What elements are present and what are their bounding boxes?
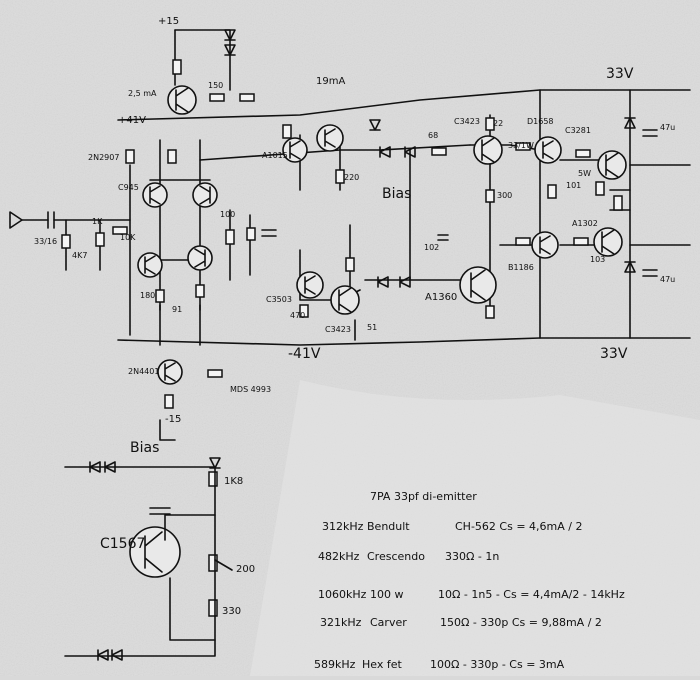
current-2-label: 2,5 mA [128, 89, 157, 98]
a1360-label: A1360 [425, 292, 457, 303]
note-row-2-rhs: 330Ω - 1n [445, 550, 499, 563]
r-180-label: 180 [140, 291, 155, 300]
transistor-2n4401 [157, 359, 183, 385]
r-150-label: 150 [208, 81, 223, 90]
d1658-label: D1658 [527, 117, 554, 126]
bias-main-label: Bias [382, 186, 411, 202]
diode-4993-label: MDS 4993 [230, 385, 271, 394]
transistor-input-right [192, 182, 218, 208]
note-row-2-model: Crescendo [367, 550, 425, 563]
rail-bottom-label: 33V [600, 346, 628, 362]
r-300-label: 300 [497, 191, 512, 200]
note-row-5-rhs: 100Ω - 330p - Cs = 3mA [430, 658, 565, 671]
r-470-label: 470 [290, 311, 305, 320]
transistor-vas-a [282, 137, 308, 163]
r-1k-label: 1K [92, 217, 103, 226]
rail-wires [117, 29, 691, 346]
transistor-c3423 [330, 285, 360, 315]
transistor-driver-top [473, 135, 503, 165]
note-row-1-model: Bendult [367, 520, 410, 533]
r-330-label: 330 [222, 606, 241, 617]
r-102-label: 102 [424, 243, 439, 252]
transistor-c3503 [296, 271, 324, 299]
cap-in-label: 33/16 [34, 237, 57, 246]
transistor-a1360 [459, 266, 497, 304]
note-row-3-freq: 1060kHz [318, 588, 367, 601]
transistor-mirror-left [137, 252, 163, 278]
b1186-label: B1186 [508, 263, 534, 272]
a1015-label: A1015 [262, 151, 288, 160]
transistor-d1658 [534, 136, 562, 164]
rail-top-label: 33V [606, 66, 634, 82]
note-row-4-freq: 321kHz [320, 616, 362, 629]
r-220-label: 220 [344, 173, 359, 182]
notes-block: 7PA 33pf di-emitter 312kHz Bendult CH-56… [314, 490, 625, 671]
capacitors [149, 129, 658, 515]
neg15-label: -15 [165, 414, 181, 425]
note-row-2-freq: 482kHz [318, 550, 360, 563]
note-row-4-rhs: 150Ω - 330p Cs = 9,88mA / 2 [440, 616, 602, 629]
transistor-mirror-right [187, 245, 213, 271]
transistor-b1186 [531, 231, 559, 259]
a1302-label: A1302 [572, 219, 598, 228]
transistor-c3281 [597, 150, 627, 180]
r-100-label: 100 [220, 210, 235, 219]
neg41-label: -41V [288, 346, 321, 362]
note-row-5-freq: 589kHz [314, 658, 356, 671]
r-101-label: 101 [566, 181, 581, 190]
r-4k7-label: 4K7 [72, 251, 87, 260]
r-68-label: 68 [428, 131, 438, 140]
input-stage-wires [9, 139, 251, 346]
r-51-label: 51 [367, 323, 377, 332]
c3423-top-label: C3423 [454, 117, 480, 126]
2n4401-label: 2N4401 [128, 367, 159, 376]
bias-sub-label: Bias [130, 440, 159, 456]
r-10k-label: 10K [120, 233, 136, 242]
2n2907-label: 2N2907 [88, 153, 119, 162]
r-33-1w-label: 33/1W [508, 141, 534, 150]
note-row-3-rhs: 10Ω - 1n5 - Cs = 4,4mA/2 - 14kHz [438, 588, 625, 601]
note-row-0-freq: 7PA 33pf di-emitter [370, 490, 477, 503]
note-row-5-model: Hex fet [362, 658, 402, 671]
r-91-label: 91 [172, 305, 182, 314]
c1567-label: C1567 [100, 536, 145, 552]
c3423-label: C3423 [325, 325, 351, 334]
transistor-c1567 [129, 526, 181, 578]
transistor-q-top [167, 85, 197, 115]
bias-network-wires [64, 419, 233, 657]
pos15-label: +15 [158, 16, 179, 27]
note-row-1-freq: 312kHz [322, 520, 364, 533]
resistors [61, 59, 623, 617]
pos41-label: +41V [118, 115, 146, 126]
transistor-input-left [142, 182, 168, 208]
c3281-label: C3281 [565, 126, 591, 135]
r-22-label: 22 [493, 119, 503, 128]
cap-47u-bottom-label: 47u [660, 275, 675, 284]
note-row-3-model: 100 w [370, 588, 404, 601]
current-top-label: 19mA [316, 76, 345, 87]
c945-label: C945 [118, 183, 139, 192]
r-5w-label: 5W [578, 169, 591, 178]
r-103-label: 103 [590, 255, 605, 264]
paper-fold [250, 380, 700, 676]
note-row-4-model: Carver [370, 616, 407, 629]
c3503-label: C3503 [266, 295, 292, 304]
cap-47u-top-label: 47u [660, 123, 675, 132]
r-200-label: 200 [236, 564, 255, 575]
output-node [629, 164, 691, 246]
transistor-a1302 [593, 227, 623, 257]
note-row-1-rhs: CH-562 Cs = 4,6mA / 2 [455, 520, 582, 533]
transistor-vas-b [316, 124, 344, 152]
r-1k8-label: 1K8 [224, 476, 243, 487]
